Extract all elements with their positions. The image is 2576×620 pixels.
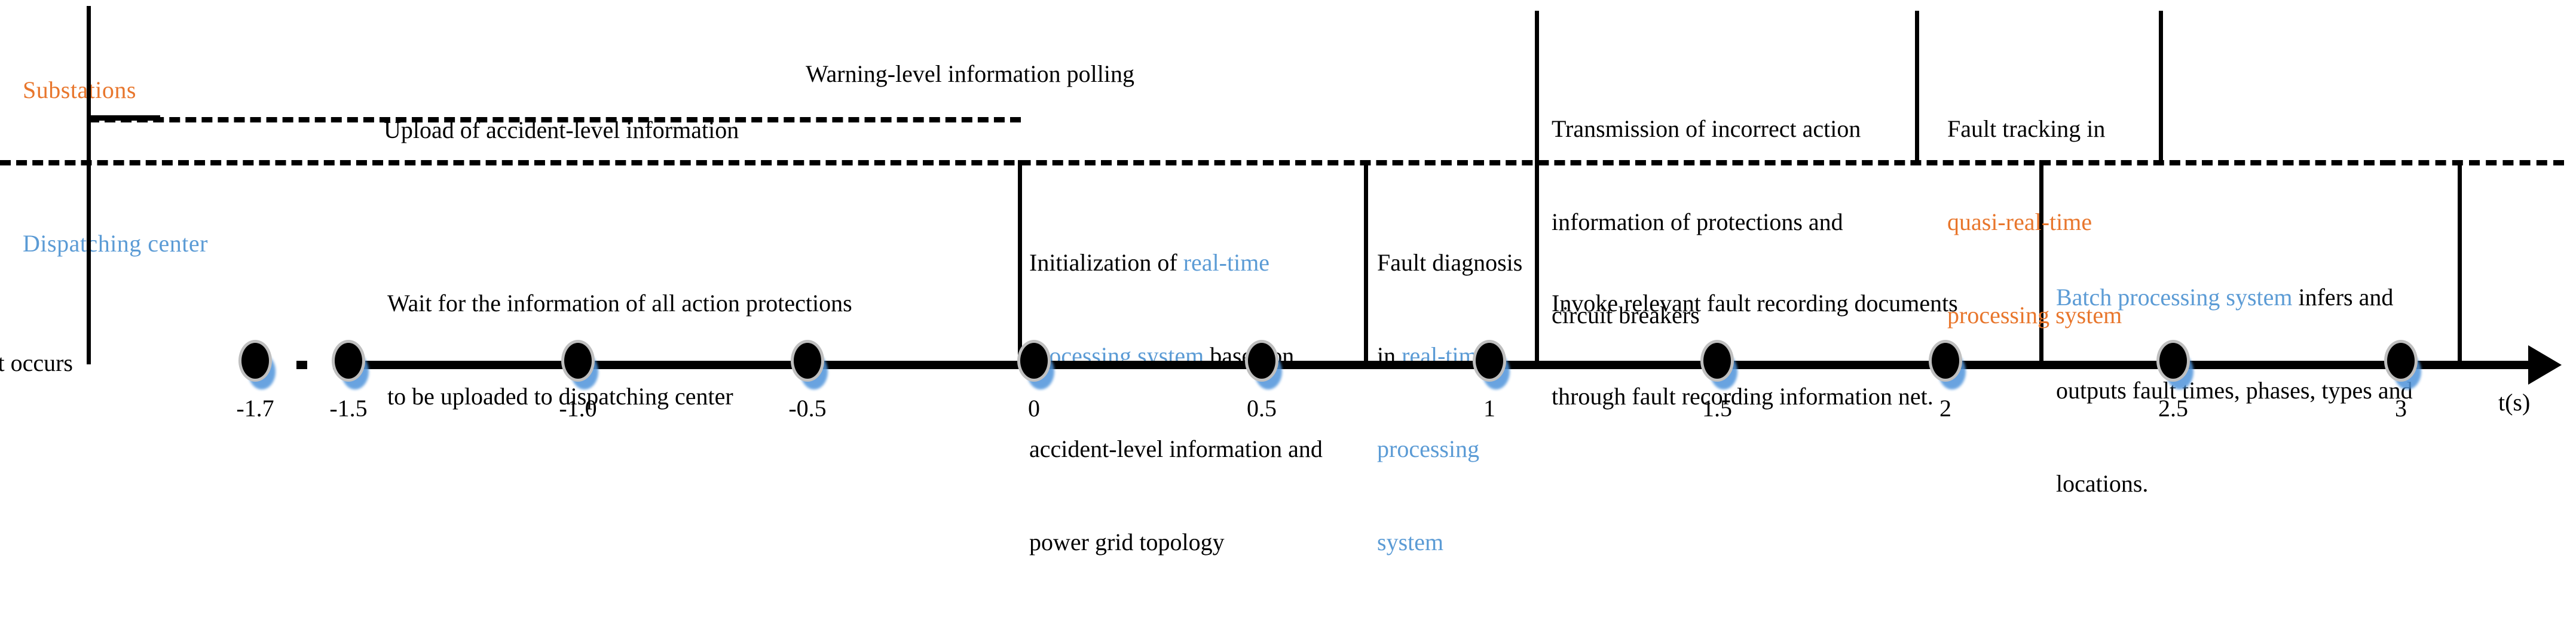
timeline-dot[interactable] (2387, 343, 2415, 379)
fault-diagnosis-line-1: Fault diagnosis (1377, 249, 1523, 276)
annotation-transmission-incorrect: Transmission of incorrect action informa… (1552, 51, 1861, 393)
annotation-upload-accident: Upload of accident-level information (384, 116, 739, 143)
invoke-recording-line-2: through fault recording information net. (1552, 383, 1933, 410)
batch-processing-seg-2: infers and (2292, 284, 2394, 311)
batch-processing-seg-1: Batch processing system (2056, 284, 2293, 311)
axis-tick-label: 1 (1483, 395, 1495, 422)
axis-tick-label: -0.5 (788, 395, 827, 422)
timeline-dot[interactable] (1932, 343, 1959, 379)
timeline-dot[interactable] (1476, 343, 1503, 379)
lane-divider-dashed (0, 160, 2391, 165)
fault-tracking-line-3: processing system (1947, 302, 2122, 329)
lane-label-substations: Substations (23, 76, 136, 103)
annotation-invoke-recording: Invoke relevant fault recording document… (1552, 226, 1958, 474)
substation-band-top-divider (88, 117, 1021, 122)
axis-tick-label: 0 (1028, 395, 1040, 422)
fault-tracking-line-2: quasi-real-time (1947, 208, 2092, 235)
transmission-line-2: information of protections and (1552, 208, 1843, 235)
timeline-axis[interactable]: -1.7 -1.5 -1.0 -0.5 0 0.5 1 1.5 2 2.5 3 (0, 0, 2576, 450)
initialization-line-1: Initialization of real-time (1029, 247, 1352, 278)
axis-tick-label: -1.0 (559, 395, 597, 422)
batch-processing-line-1: Batch processing system infers and (2056, 282, 2450, 313)
initialization-seg-2: real-time (1183, 249, 1270, 276)
separator-vertical-0s (1018, 160, 1022, 364)
timeline-dot[interactable] (2159, 343, 2187, 379)
timeline-dot[interactable] (1020, 343, 1048, 379)
lane-label-dispatching-center: Dispatching center (23, 230, 208, 257)
separator-vertical-batch-right (2458, 160, 2462, 364)
initialization-line-4: power grid topology (1029, 529, 1225, 555)
transmission-line-3: circuit breakers (1552, 302, 1700, 329)
separator-vertical-1s (1364, 160, 1368, 364)
initialization-seg-1: Initialization of (1029, 249, 1183, 276)
axis-tick-label: 2.5 (2158, 395, 2188, 422)
separator-vertical-fault-tracking-right (2159, 11, 2163, 160)
timeline-dot[interactable] (241, 343, 269, 379)
axis-tick-label: 2 (1939, 395, 1951, 422)
axis-arrow-head (2528, 345, 2562, 385)
timeline-dot[interactable] (1248, 343, 1275, 379)
axis-tick-label: 0.5 (1247, 395, 1277, 422)
batch-processing-line-3: locations. (2056, 470, 2149, 497)
fault-diagnosis-line-4: system (1377, 529, 1444, 555)
axis-tick-label: 3 (2395, 395, 2407, 422)
axis-tick-label: -1.7 (236, 395, 274, 422)
timeline-dot[interactable] (335, 343, 362, 379)
axis-unit-label: t(s) (2498, 389, 2531, 416)
batch-processing-line-2: outputs fault times, phases, types and (2056, 377, 2413, 404)
separator-vertical-transmission-right (1915, 11, 1919, 160)
annotation-warning-polling: Warning-level information polling (806, 60, 1134, 87)
wait-info-line-2: to be uploaded to dispatching center (387, 383, 733, 410)
axis-tick-label: -1.5 (329, 395, 368, 422)
timeline-diagram: Substations Dispatching center Warning-l… (0, 0, 2576, 555)
lane-divider-dashed-right (2385, 160, 2564, 165)
wait-info-line-1: Wait for the information of all action p… (387, 290, 852, 317)
timeline-dot[interactable] (1703, 343, 1731, 379)
annotation-fault-tracking: Fault tracking in quasi-real-time proces… (1947, 51, 2122, 393)
axis-mini-dash (296, 361, 307, 369)
transmission-line-1: Transmission of incorrect action (1552, 115, 1861, 142)
timeline-dot[interactable] (564, 343, 592, 379)
substation-stub-line (88, 115, 160, 121)
fault-tracking-line-1: Fault tracking in (1947, 115, 2106, 142)
timeline-dot[interactable] (794, 343, 821, 379)
separator-vertical-transmission-left (1535, 11, 1539, 364)
fault-occurs-label: Fault occurs (0, 349, 73, 376)
origin-vertical-line (87, 6, 91, 364)
annotation-wait-info: Wait for the information of all action p… (387, 226, 852, 474)
separator-vertical-batch-left (2039, 160, 2043, 364)
invoke-recording-line-1: Invoke relevant fault recording document… (1552, 290, 1958, 317)
axis-tick-label: 1.5 (1702, 395, 1732, 422)
